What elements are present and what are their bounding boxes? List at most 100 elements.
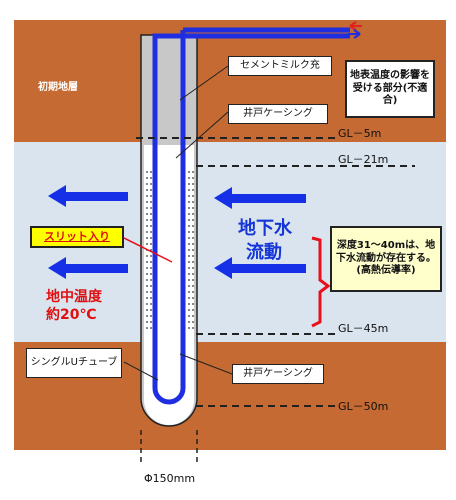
slit-dot bbox=[192, 207, 194, 209]
slit-dot bbox=[192, 177, 194, 179]
slit-dot bbox=[150, 213, 152, 215]
ground-temp-line2: 約20℃ bbox=[46, 307, 97, 323]
slit-dot bbox=[192, 273, 194, 275]
slit-dot bbox=[188, 195, 190, 197]
slit-dot bbox=[146, 309, 148, 311]
slit-dot bbox=[150, 243, 152, 245]
slit-dot bbox=[188, 249, 190, 251]
slit-dot bbox=[188, 291, 190, 293]
slit-dot bbox=[188, 285, 190, 287]
slit-dot bbox=[188, 207, 190, 209]
slit-dot bbox=[150, 321, 152, 323]
slit-dot bbox=[146, 171, 148, 173]
u-tube-outer bbox=[152, 30, 350, 405]
slit-dot bbox=[146, 237, 148, 239]
slit-dot bbox=[150, 315, 152, 317]
slit-dot bbox=[146, 285, 148, 287]
slit-dot bbox=[146, 201, 148, 203]
slit-dot bbox=[150, 303, 152, 305]
slit-dot bbox=[150, 237, 152, 239]
slit-dot bbox=[150, 309, 152, 311]
slit-dot bbox=[146, 321, 148, 323]
initial-stratum-label: 初期地層 bbox=[38, 82, 78, 93]
slit-dot bbox=[192, 231, 194, 233]
leader-slit bbox=[123, 237, 173, 263]
slit-dot bbox=[188, 273, 190, 275]
slit-dot bbox=[192, 297, 194, 299]
slit-dot bbox=[188, 255, 190, 257]
flow-arrow-right-lower-icon bbox=[214, 257, 306, 279]
slit-dot bbox=[146, 189, 148, 191]
slit-dot bbox=[188, 219, 190, 221]
leader-casing-upper bbox=[175, 111, 229, 159]
slit-dot bbox=[192, 321, 194, 323]
slit-dot bbox=[188, 267, 190, 269]
leader-single-u-tube bbox=[123, 361, 159, 381]
slit-dot bbox=[192, 225, 194, 227]
slit-dot bbox=[192, 327, 194, 329]
leader-cement-milk bbox=[179, 65, 229, 101]
slit-dot bbox=[188, 237, 190, 239]
depth-label-gl45: GL－45m bbox=[338, 322, 389, 335]
slit-dot bbox=[150, 225, 152, 227]
slit-dot bbox=[150, 207, 152, 209]
slit-dot bbox=[146, 231, 148, 233]
slit-dot bbox=[146, 207, 148, 209]
in-out-arrows-icon bbox=[348, 21, 362, 39]
slit-dot bbox=[146, 225, 148, 227]
slit-dot bbox=[146, 213, 148, 215]
slit-dot bbox=[146, 273, 148, 275]
slit-dot bbox=[192, 315, 194, 317]
slit-dot bbox=[188, 327, 190, 329]
groundwater-flow-line2: 流動 bbox=[246, 242, 282, 263]
well-casing-lower-label: 井戸ケーシング bbox=[232, 364, 324, 384]
slit-dot bbox=[150, 297, 152, 299]
slit-dot bbox=[150, 183, 152, 185]
slit-dot bbox=[146, 219, 148, 221]
slit-dot bbox=[192, 219, 194, 221]
well-casing-upper-label: 井戸ケーシング bbox=[228, 104, 328, 124]
slit-dot bbox=[188, 177, 190, 179]
slit-dot bbox=[146, 177, 148, 179]
slit-dot bbox=[150, 189, 152, 191]
slit-dot bbox=[150, 177, 152, 179]
borehole-inner bbox=[144, 145, 194, 400]
slit-dot bbox=[146, 255, 148, 257]
depth-label-gl5: GL－5m bbox=[338, 127, 382, 140]
slit-dot bbox=[146, 261, 148, 263]
slit-dot bbox=[188, 303, 190, 305]
flow-arrow-left-lower-icon bbox=[48, 257, 128, 279]
slit-dot bbox=[192, 195, 194, 197]
groundwater-flow-line1: 地下水 bbox=[238, 218, 292, 239]
slit-dot bbox=[188, 213, 190, 215]
slit-dot bbox=[150, 171, 152, 173]
slit-dot bbox=[188, 261, 190, 263]
slit-dot bbox=[188, 309, 190, 311]
slit-dot bbox=[192, 303, 194, 305]
slit-dot bbox=[150, 201, 152, 203]
depth-label-gl50: GL－50m bbox=[338, 400, 389, 413]
slit-dot bbox=[188, 297, 190, 299]
flow-arrow-left-upper-icon bbox=[48, 185, 128, 207]
slit-dot bbox=[150, 255, 152, 257]
slit-dot bbox=[150, 219, 152, 221]
slit-dot bbox=[146, 243, 148, 245]
ground-temp-line1: 地中温度 bbox=[46, 289, 102, 305]
slit-dot bbox=[150, 231, 152, 233]
slit-perforation bbox=[146, 171, 194, 329]
depth-label-gl21: GL－21m bbox=[338, 153, 389, 166]
slit-dot bbox=[150, 285, 152, 287]
slit-dot bbox=[146, 195, 148, 197]
slit-dot bbox=[192, 189, 194, 191]
cement-milk-label: セメントミルク充 bbox=[228, 56, 332, 76]
slit-dot bbox=[188, 315, 190, 317]
groundwater-flow-arrows bbox=[48, 185, 306, 279]
slit-dot bbox=[150, 195, 152, 197]
slit-dot bbox=[192, 213, 194, 215]
slit-dot bbox=[150, 279, 152, 281]
depth-range-bracket bbox=[311, 236, 331, 328]
slit-dot bbox=[188, 243, 190, 245]
slit-dot bbox=[188, 183, 190, 185]
depth-note-box: 深度31～40mは、地下水流動が存在する。(高熱伝導率) bbox=[330, 226, 442, 292]
slit-dot bbox=[192, 237, 194, 239]
